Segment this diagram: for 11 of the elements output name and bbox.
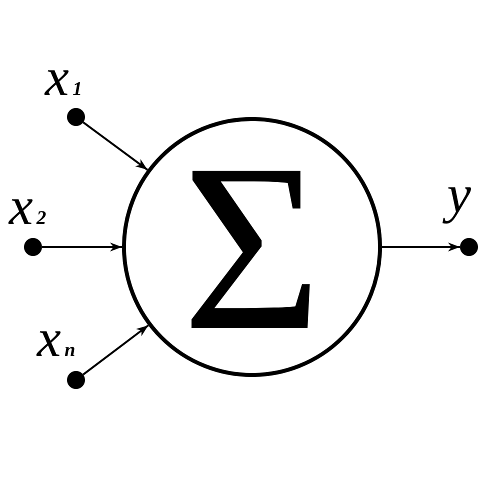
- arrow: [382, 242, 460, 252]
- arrow: [82, 324, 149, 376]
- arrow: [82, 122, 148, 171]
- input-dot: [67, 108, 85, 126]
- input-dot: [24, 238, 42, 256]
- input-dot: [67, 371, 85, 389]
- sigma-symbol: Σ: [182, 160, 322, 334]
- variable-label: y: [439, 166, 477, 223]
- arrow: [42, 242, 122, 252]
- summation-circle: [122, 117, 382, 377]
- output-dot: [460, 238, 478, 256]
